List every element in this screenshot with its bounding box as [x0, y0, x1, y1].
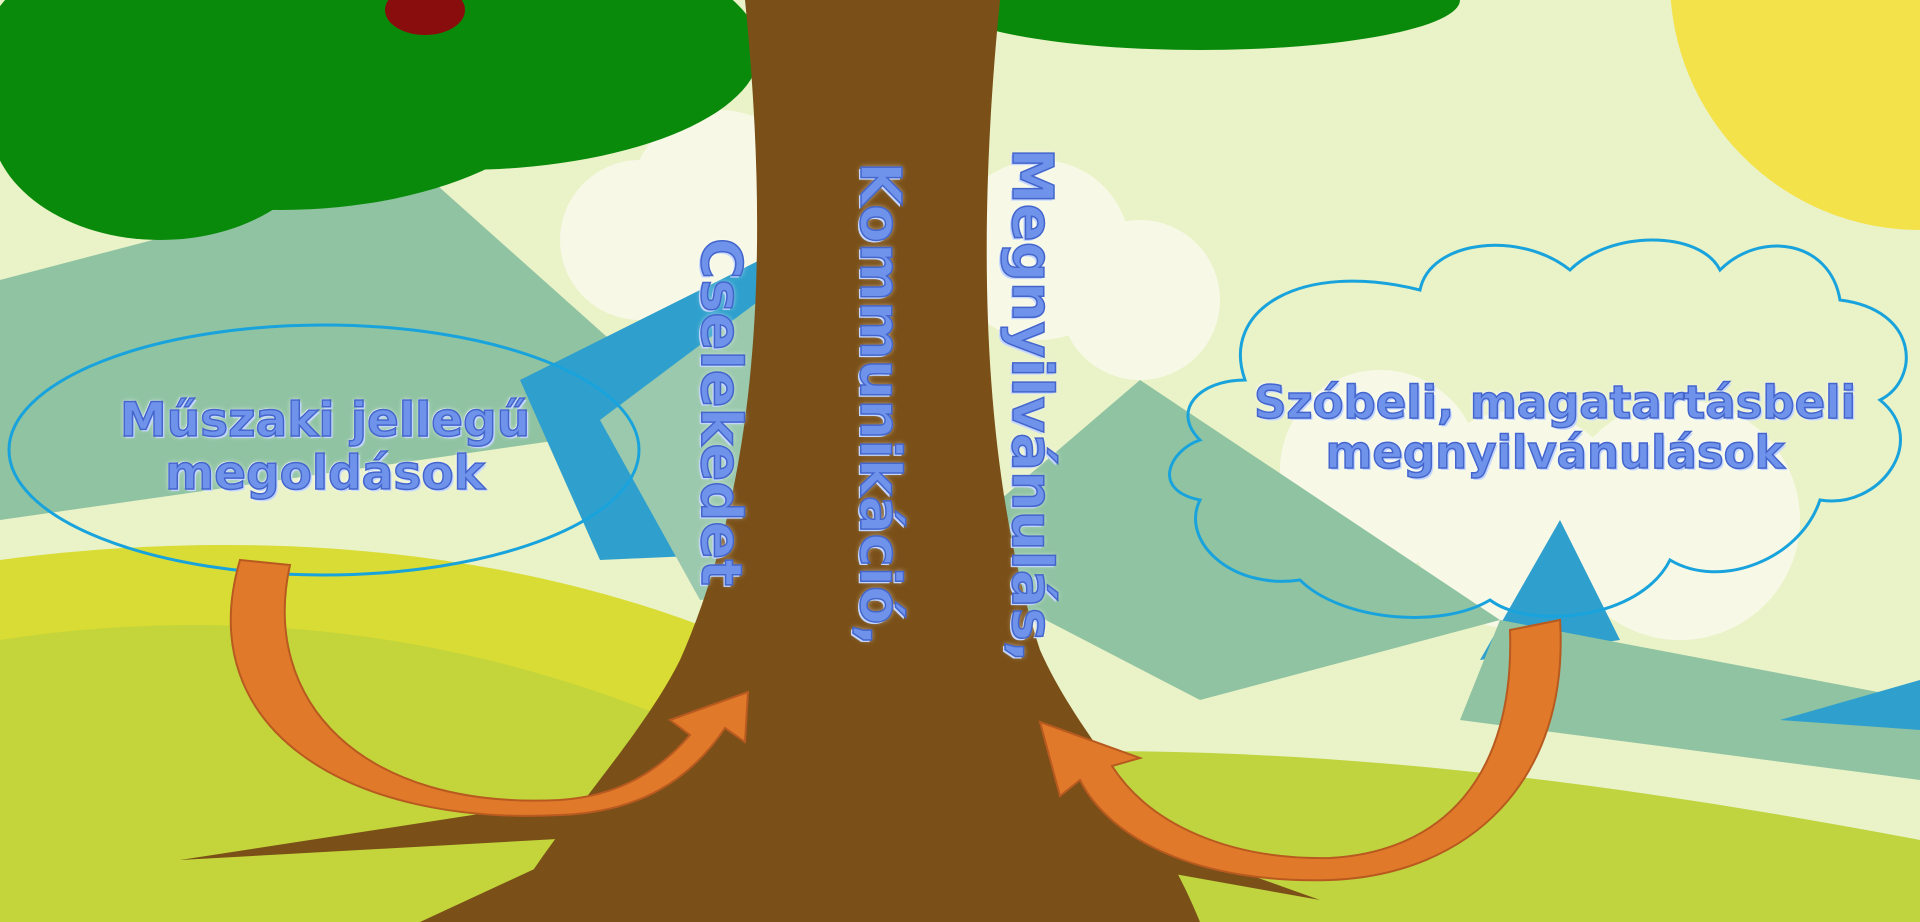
right-bubble-line2: megnyilvánulások [1230, 428, 1880, 478]
right-bubble-line1: Szóbeli, magatartásbeli [1230, 378, 1880, 428]
trunk-label-megnyilvanulas: Megnyilvánulás, [999, 148, 1064, 662]
left-bubble-line2: megoldások [60, 448, 590, 501]
left-bubble-text: Műszaki jellegű megoldások [60, 395, 590, 500]
trunk-label-kommunikacio: Kommunikáció, [847, 162, 912, 646]
right-bubble-text: Szóbeli, magatartásbeli megnyilvánulások [1230, 378, 1880, 479]
left-bubble-line1: Műszaki jellegű [60, 395, 590, 448]
trunk-label-cselekedet: Cselekedet [688, 238, 753, 586]
